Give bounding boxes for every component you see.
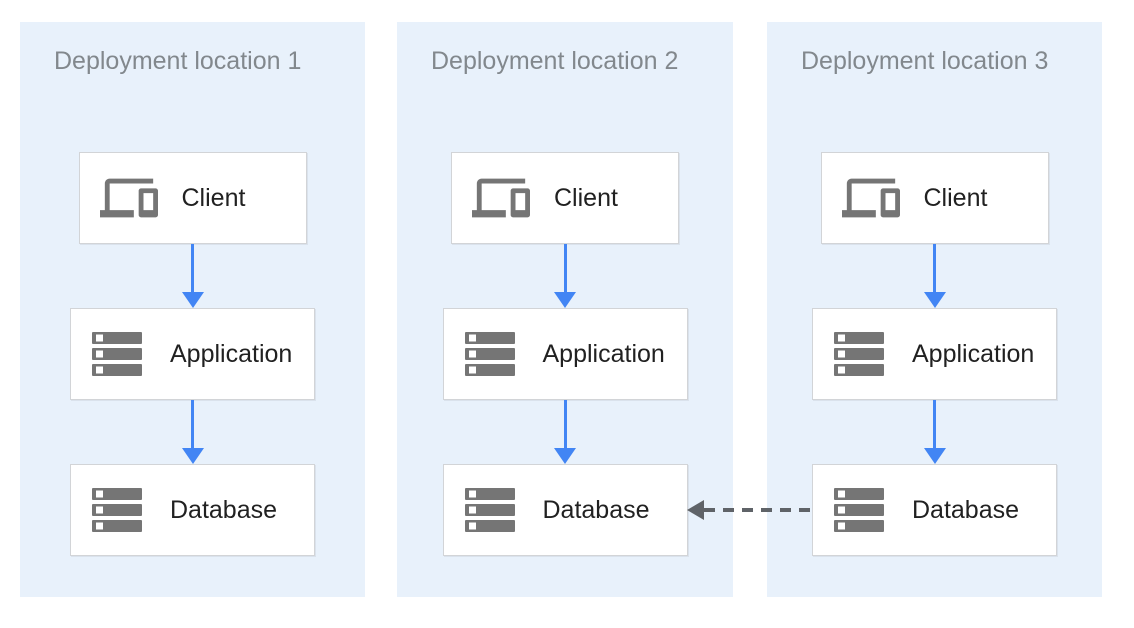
- node-label: Database: [912, 495, 1020, 524]
- arrow-head: [554, 292, 576, 308]
- client-node: Client: [820, 152, 1049, 244]
- server-stack-icon: [834, 332, 884, 376]
- server-stack-icon: [834, 488, 884, 532]
- client-node: Client: [451, 152, 679, 244]
- panel-title: Deployment location 1: [54, 47, 302, 75]
- node-label: Application: [170, 339, 293, 368]
- dashed-arrow-line: [704, 508, 812, 512]
- node-label: Application: [542, 339, 665, 368]
- deployment-panel-2: Deployment location 2 Client Application: [397, 22, 733, 597]
- arrow-head: [181, 292, 204, 308]
- down-arrow: [554, 400, 576, 464]
- arrow-head: [923, 448, 946, 464]
- node-label: Client: [923, 183, 988, 212]
- application-node: Application: [70, 308, 315, 400]
- devices-icon: [472, 176, 530, 220]
- dashed-arrow-head: [687, 500, 704, 520]
- arrow-head: [923, 292, 946, 308]
- arrow-line: [933, 244, 936, 292]
- arrow-line: [563, 400, 567, 448]
- panel-title: Deployment location 3: [801, 47, 1049, 75]
- panel-title: Deployment location 2: [431, 47, 679, 75]
- node-label: Client: [554, 183, 618, 212]
- arrow-line: [191, 400, 194, 448]
- down-arrow: [181, 244, 204, 308]
- devices-icon: [841, 176, 900, 220]
- node-stack: Client Application Database: [20, 152, 365, 556]
- node-label: Client: [181, 183, 246, 212]
- arrow-head: [554, 448, 576, 464]
- down-arrow: [923, 244, 946, 308]
- node-label: Database: [170, 495, 278, 524]
- database-node: Database: [442, 464, 688, 556]
- database-node: Database: [812, 464, 1057, 556]
- deployment-panel-1: Deployment location 1 Client Application: [20, 22, 365, 597]
- arrow-line: [191, 244, 194, 292]
- application-node: Application: [442, 308, 688, 400]
- server-stack-icon: [92, 488, 142, 532]
- application-node: Application: [812, 308, 1057, 400]
- node-label: Application: [912, 339, 1035, 368]
- arrow-head: [181, 448, 204, 464]
- devices-icon: [99, 176, 158, 220]
- node-stack: Client Application Database: [397, 152, 733, 556]
- replication-dashed-arrow: [687, 500, 812, 520]
- down-arrow: [554, 244, 576, 308]
- server-stack-icon: [92, 332, 142, 376]
- arrow-line: [933, 400, 936, 448]
- server-stack-icon: [464, 332, 515, 376]
- database-node: Database: [70, 464, 315, 556]
- down-arrow: [181, 400, 204, 464]
- down-arrow: [923, 400, 946, 464]
- arrow-line: [563, 244, 567, 292]
- client-node: Client: [78, 152, 307, 244]
- deployment-panel-3: Deployment location 3 Client Application: [767, 22, 1102, 597]
- server-stack-icon: [464, 488, 515, 532]
- node-stack: Client Application Database: [767, 152, 1102, 556]
- node-label: Database: [542, 495, 650, 524]
